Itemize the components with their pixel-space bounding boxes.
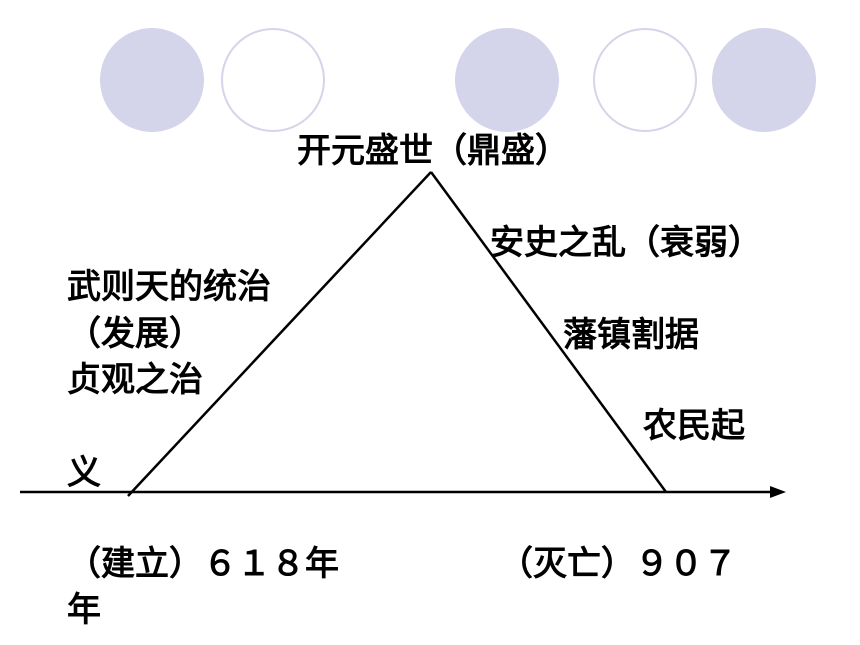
rise-line — [127, 171, 432, 497]
label-wuzetian: 武则天的统治 — [67, 267, 271, 307]
label-fall: （灭亡）９０７ — [499, 544, 737, 584]
label-peasant: 农民起 — [643, 406, 745, 446]
label-peak: 开元盛世（鼎盛） — [297, 131, 569, 171]
label-decline: 安史之乱（衰弱） — [490, 223, 762, 263]
label-zhenguan: 贞观之治 — [67, 360, 203, 400]
decor-circle-1 — [100, 28, 204, 132]
label-founding: （建立）６１８年 — [67, 544, 339, 584]
label-fanzhen: 藩镇割据 — [563, 315, 699, 355]
timeline-arrowhead — [770, 486, 786, 498]
decor-circle-3 — [455, 28, 559, 132]
label-peasant-cont: 义 — [67, 453, 101, 493]
decor-circle-2 — [221, 28, 325, 132]
label-development: （发展） — [67, 314, 203, 354]
decor-circle-5 — [712, 28, 816, 132]
label-founding-cont: 年 — [67, 590, 101, 630]
decline-line — [429, 171, 668, 493]
decor-circle-4 — [593, 28, 697, 132]
